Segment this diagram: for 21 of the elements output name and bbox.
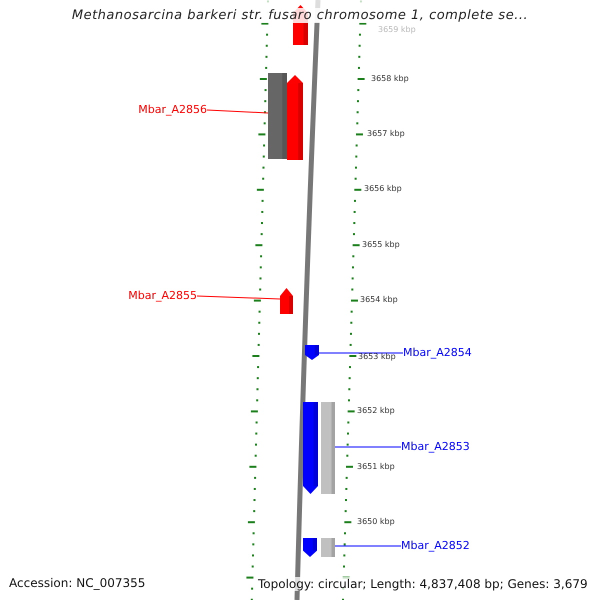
info-text: Accession: NC_007355 xyxy=(9,576,146,590)
scale-label: 3651 kbp xyxy=(357,462,395,471)
leader-line xyxy=(206,110,268,114)
scale-label: 3658 kbp xyxy=(371,74,409,83)
scale-label: 3653 kbp xyxy=(358,352,396,361)
gene-label: Mbar_A2852 xyxy=(401,538,471,554)
gene-label: Mbar_A2853 xyxy=(401,439,471,455)
scale-label: 3650 kbp xyxy=(357,517,395,526)
scale-label: 3654 kbp xyxy=(360,295,398,304)
leader-line xyxy=(196,296,280,300)
gene-label: Mbar_A2856 xyxy=(137,102,207,118)
gene-label: Mbar_A2855 xyxy=(127,288,197,304)
scale-label: 3657 kbp xyxy=(367,129,405,138)
leader-line xyxy=(318,352,404,354)
scale-label: 3659 kbp xyxy=(378,25,416,34)
scale-label: 3652 kbp xyxy=(357,406,395,415)
gene-label: Mbar_A2854 xyxy=(403,345,473,361)
scale-label: 3655 kbp xyxy=(362,240,400,249)
leader-line xyxy=(334,446,402,448)
info-text: Topology: circular; Length: 4,837,408 bp; Genes: 3,679 xyxy=(258,577,588,591)
scale-label: 3656 kbp xyxy=(364,184,402,193)
